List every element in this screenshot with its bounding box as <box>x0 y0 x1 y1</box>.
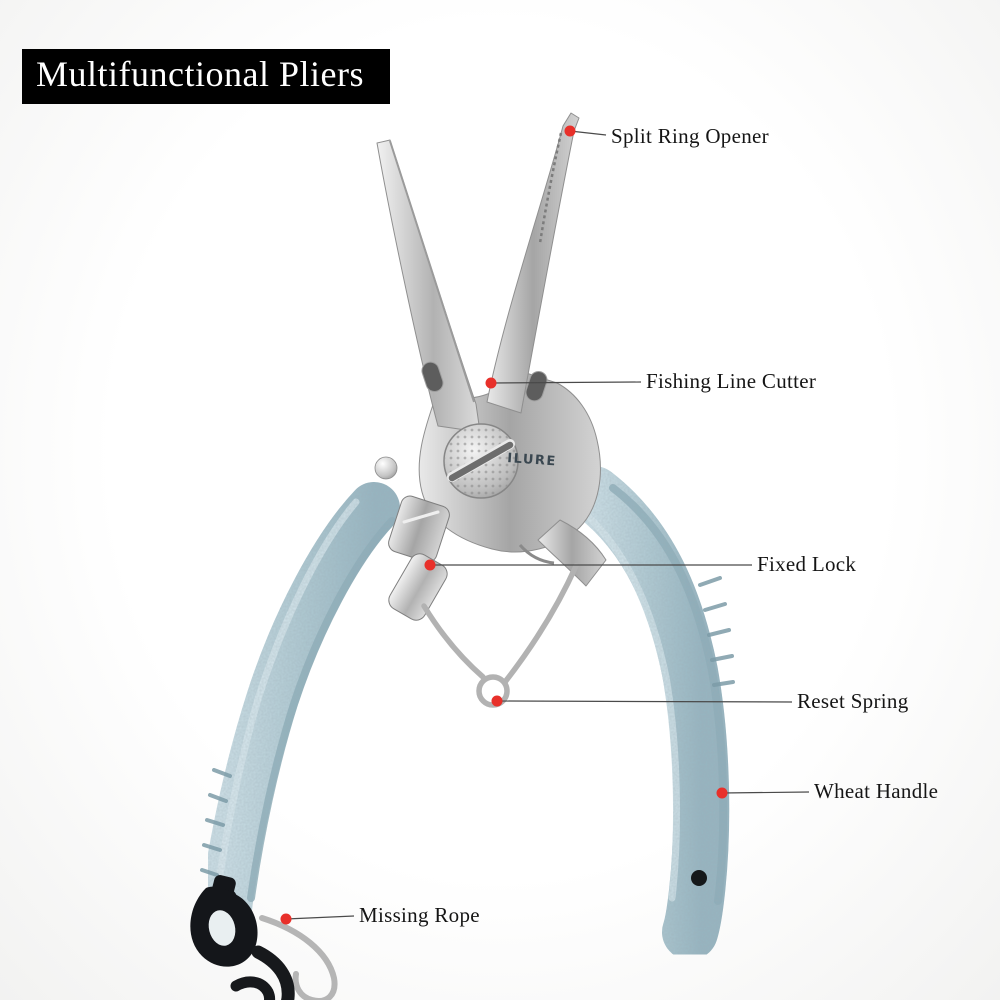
right-tang <box>537 519 607 587</box>
carabiner-clip <box>190 875 338 1000</box>
left-jaw-edge <box>389 140 475 403</box>
crimp-slot-left <box>421 361 444 393</box>
pivot-screw <box>443 423 519 499</box>
callout-label-reset-spring: Reset Spring <box>797 689 909 714</box>
title-banner: Multifunctional Pliers <box>22 49 390 104</box>
callout-label-split-ring-opener: Split Ring Opener <box>611 124 769 149</box>
callout-text: Reset Spring <box>797 689 909 713</box>
callout-text: Missing Rope <box>359 903 480 927</box>
callout-lines <box>285 130 810 920</box>
callout-text: Fixed Lock <box>757 552 857 576</box>
left-handle-grip-ribs <box>200 768 232 877</box>
callout-dot <box>485 377 497 389</box>
callout-dot <box>564 125 576 137</box>
callout-text: Split Ring Opener <box>611 124 769 148</box>
callout-dot <box>491 695 503 707</box>
callout-line-wheat-handle <box>721 791 810 794</box>
callout-dots <box>280 125 728 925</box>
callout-label-missing-rope: Missing Rope <box>359 903 480 928</box>
callout-label-fishing-line-cutter: Fishing Line Cutter <box>646 369 816 394</box>
cutter-notch <box>518 543 555 565</box>
callout-dot <box>424 559 436 571</box>
fixed-lock-clasp <box>388 495 450 621</box>
crimp-slot-right <box>525 370 548 402</box>
lock-highlight <box>402 510 440 524</box>
page-title: Multifunctional Pliers <box>36 54 364 94</box>
brand-text: ILURE <box>507 451 558 469</box>
callout-line-reset-spring <box>496 700 793 703</box>
callout-text: Wheat Handle <box>814 779 939 803</box>
right-wheat-handle <box>566 466 730 960</box>
missing-rope-coil <box>230 945 295 1000</box>
ball-detent <box>374 456 398 480</box>
right-handle-grip-ribs <box>698 576 735 687</box>
callout-line-split-ring-opener <box>569 130 607 136</box>
right-handle-rivet <box>691 870 707 886</box>
right-jaw-split-ring-opener <box>486 112 580 414</box>
callout-line-fishing-line-cutter <box>490 381 642 384</box>
callout-text: Fishing Line Cutter <box>646 369 817 393</box>
callout-label-wheat-handle: Wheat Handle <box>814 779 938 804</box>
pliers-steel-head <box>374 112 607 587</box>
callout-dot <box>280 913 292 925</box>
clip-wire-gate <box>259 915 338 1000</box>
callout-label-fixed-lock: Fixed Lock <box>757 552 856 577</box>
jaw-serrations <box>538 132 563 244</box>
callout-line-missing-rope <box>285 915 355 920</box>
reset-spring-wire <box>421 563 579 708</box>
callout-dot <box>716 787 728 799</box>
